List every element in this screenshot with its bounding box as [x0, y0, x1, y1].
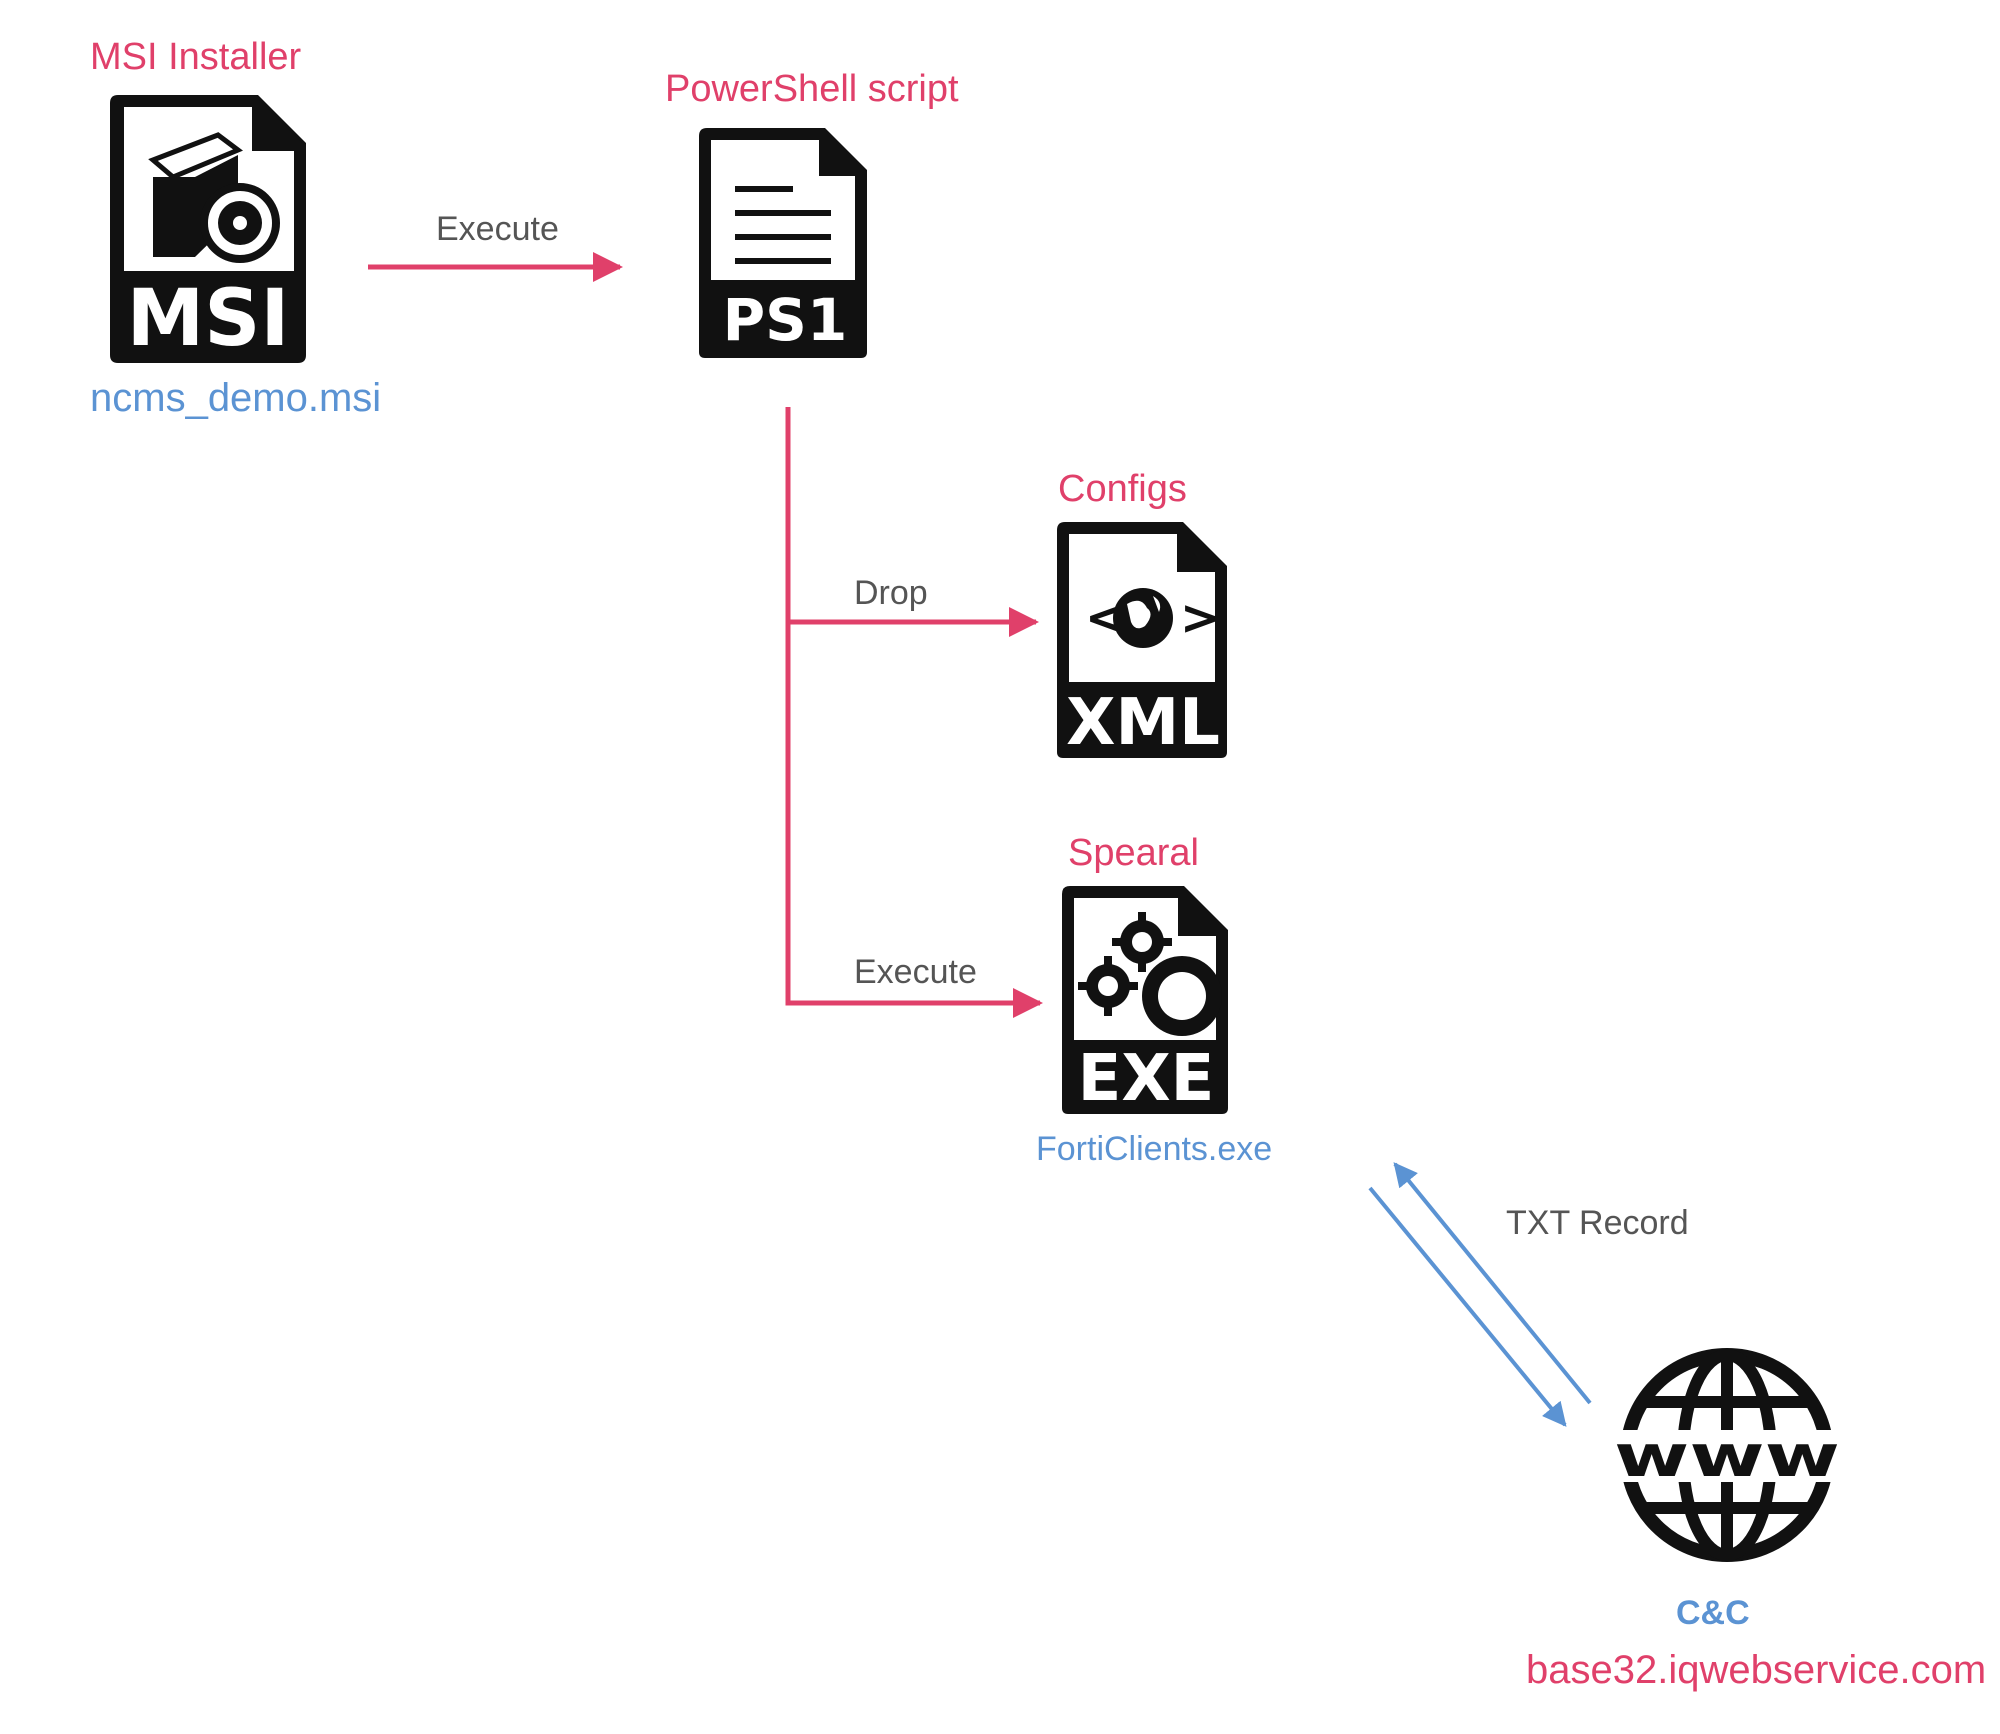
www-globe-icon: www [1612, 1348, 1842, 1562]
xml-title: Configs [1058, 468, 1187, 510]
cnc-title: C&C [1676, 1594, 1750, 1632]
xml-file-icon: < > XML [1057, 522, 1227, 760]
exe-file-icon: EXE [1062, 886, 1228, 1116]
arrow-exe-to-cnc [1368, 1186, 1567, 1427]
edge-label-txt-record: TXT Record [1506, 1204, 1689, 1242]
exe-badge: EXE [1078, 1042, 1215, 1116]
edge-label-msi-to-ps1: Execute [436, 210, 559, 248]
connector-ps1-trunk [785, 407, 1043, 1018]
ps1-title: PowerShell script [665, 68, 959, 110]
ps1-badge: PS1 [723, 286, 848, 354]
ps1-file-icon: PS1 [699, 128, 867, 358]
exe-title: Spearal [1068, 832, 1199, 874]
cnc-domain: base32.iqwebservice.com [1526, 1648, 1987, 1692]
xml-badge: XML [1066, 686, 1220, 760]
arrow-cnc-to-exe [1393, 1162, 1592, 1405]
msi-file-icon: MSI [110, 95, 306, 364]
msi-filename: ncms_demo.msi [90, 376, 382, 420]
msi-title: MSI Installer [90, 36, 302, 78]
edge-label-ps1-to-xml: Drop [854, 574, 928, 612]
exe-filename: FortiClients.exe [1036, 1130, 1273, 1168]
svg-text:>: > [1180, 590, 1220, 646]
edge-label-ps1-to-exe: Execute [854, 953, 977, 991]
msi-badge: MSI [127, 274, 290, 364]
www-badge: www [1614, 1422, 1840, 1490]
